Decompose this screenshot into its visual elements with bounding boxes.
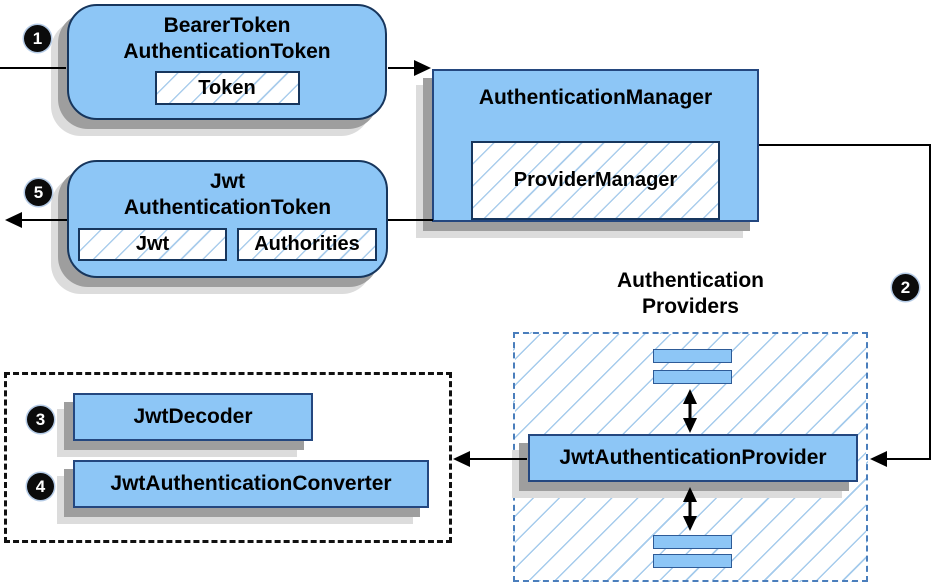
step-badge-5-number: 5 (33, 183, 44, 202)
jwt-token-node-title: Jwt AuthenticationToken (124, 169, 331, 221)
jwt-decoder-title: JwtDecoder (133, 405, 253, 428)
token-chip-label: Token (198, 76, 256, 99)
jwt-components-group-box (4, 372, 452, 543)
bearer-token-authentication-token-node: BearerToken AuthenticationToken Token (67, 4, 387, 120)
provider-placeholder-bar (653, 554, 732, 568)
jwt-decoder-node: JwtDecoder (73, 393, 313, 441)
authentication-providers-title-line2: Providers (642, 295, 739, 318)
authentication-manager-node: AuthenticationManager ProviderManager (432, 69, 759, 222)
arrow-bearer-to-manager (388, 60, 431, 76)
authentication-providers-title-line1: Authentication (617, 269, 764, 292)
provider-manager-chip: ProviderManager (471, 141, 720, 220)
jwt-token-title-line1: Jwt (209, 170, 245, 193)
authorities-chip: Authorities (237, 228, 377, 261)
bearer-token-title-line2: AuthenticationToken (123, 40, 331, 63)
step-badge-4-number: 4 (35, 477, 46, 496)
jwt-token-title-line2: AuthenticationToken (123, 196, 332, 219)
step-badge-4: 4 (27, 473, 54, 500)
provider-manager-chip-label: ProviderManager (513, 169, 678, 191)
jwt-authentication-token-node: Jwt AuthenticationToken Jwt Authorities (67, 160, 388, 278)
step-badge-3-number: 3 (35, 410, 46, 429)
bearer-token-node-title: BearerToken AuthenticationToken (123, 13, 330, 65)
jwt-authentication-provider-title: JwtAuthenticationProvider (559, 446, 827, 469)
provider-placeholder-bar (653, 349, 732, 363)
step-badge-2: 2 (892, 274, 919, 301)
step-badge-1: 1 (24, 25, 51, 52)
bearer-token-title-line1: BearerToken (163, 14, 291, 37)
step-badge-3: 3 (27, 406, 54, 433)
authentication-manager-title: AuthenticationManager (478, 86, 713, 109)
jwt-authentication-converter-node: JwtAuthenticationConverter (73, 460, 429, 508)
provider-placeholder-bar (653, 535, 732, 549)
arrow-jwt-token-out (5, 212, 67, 228)
token-chip: Token (154, 71, 300, 105)
step-badge-1-number: 1 (32, 29, 43, 48)
provider-placeholder-bar (653, 370, 732, 384)
jwt-authentication-provider-node: JwtAuthenticationProvider (528, 434, 858, 482)
authorities-chip-label: Authorities (254, 233, 360, 255)
authentication-providers-title: Authentication Providers (513, 268, 868, 320)
jwt-token-chip-row: Jwt Authorities (78, 228, 377, 261)
jwt-chip: Jwt (78, 228, 227, 261)
step-badge-2-number: 2 (900, 278, 911, 297)
jwt-chip-label: Jwt (135, 233, 170, 255)
jwt-authentication-converter-title: JwtAuthenticationConverter (110, 472, 392, 495)
step-badge-5: 5 (25, 179, 52, 206)
